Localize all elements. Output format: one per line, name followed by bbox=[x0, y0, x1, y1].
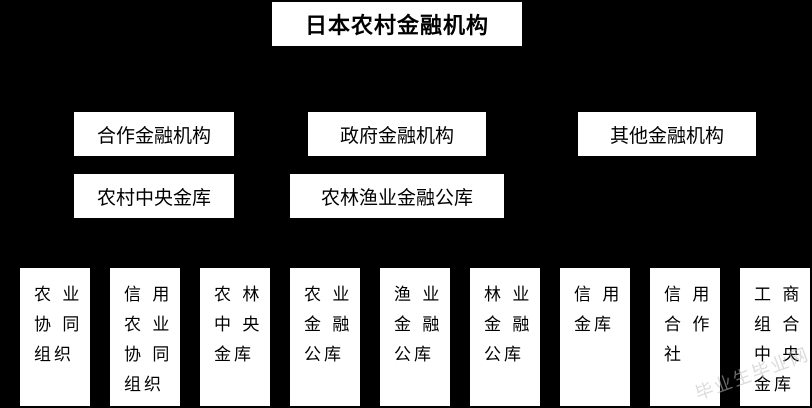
leaf-agricultural-cooperative: 农 业 协 同 组织 bbox=[20, 268, 90, 406]
leaf-agriculture-finance-corporation: 农 业 金 融 公库 bbox=[290, 268, 360, 406]
subcategory-rural-central-bank: 农村中央金库 bbox=[74, 174, 234, 218]
chart-title: 日本农村金融机构 bbox=[272, 2, 522, 46]
leaf-forestry-finance-corporation: 林 业 金 融 公库 bbox=[470, 268, 540, 406]
category-cooperative-finance: 合作金融机构 bbox=[74, 112, 234, 156]
leaf-fishery-finance-corporation: 渔 业 金 融 公库 bbox=[380, 268, 450, 406]
leaf-credit-cooperative: 信 用 合 作 社 bbox=[650, 268, 720, 406]
leaf-norinchukin-bank: 农 林 中 央 金库 bbox=[200, 268, 270, 406]
subcategory-agri-forestry-fishery-corporation: 农林渔业金融公库 bbox=[290, 174, 504, 218]
leaf-credit-bank: 信 用 金库 bbox=[560, 268, 630, 406]
leaf-shoko-chukin-bank: 工 商 组 合 中 央 金库 bbox=[740, 268, 810, 406]
leaf-credit-agricultural-cooperative: 信 用 农 业 协 同 组织 bbox=[110, 268, 180, 406]
category-other-finance: 其他金融机构 bbox=[578, 112, 756, 156]
category-government-finance: 政府金融机构 bbox=[308, 112, 486, 156]
